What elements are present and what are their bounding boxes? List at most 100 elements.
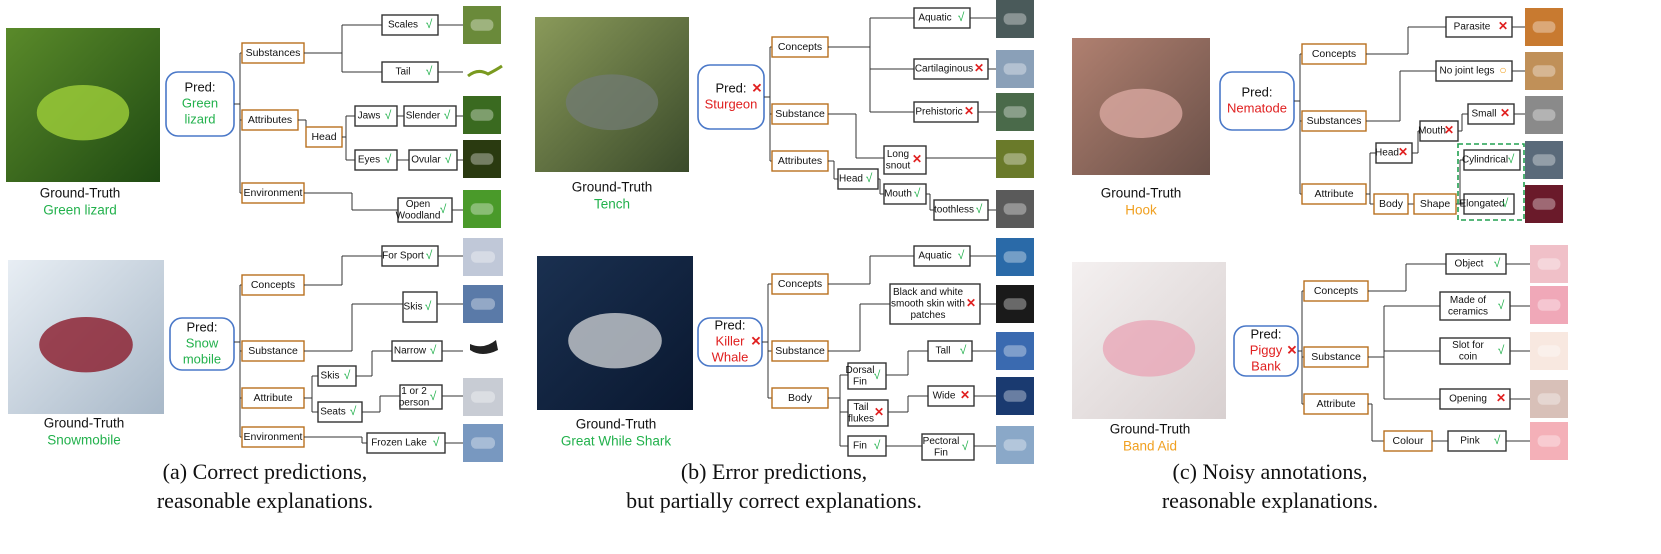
thumb-cartilaginous-shape — [1003, 63, 1027, 75]
node-label: Parasite — [1454, 22, 1491, 33]
thumb-wide — [996, 377, 1034, 415]
pred-class-label: Piggy — [1250, 342, 1283, 357]
caption-b: (b) Error predictions,but partially corr… — [626, 459, 922, 513]
leaf-scales: Scales√ — [381, 14, 439, 36]
leaf-aquatic: Aquatic√ — [913, 7, 971, 29]
thumb-cartilaginous — [996, 50, 1034, 88]
leaf-cartilaginous: Cartilaginous✕ — [913, 58, 989, 80]
node-label: Ovular — [411, 155, 441, 166]
thumb-ceramics — [1530, 286, 1568, 324]
thumb-prehistoric — [996, 93, 1034, 131]
thumb-skin-shape — [1003, 298, 1027, 310]
node-label: Woodland — [396, 210, 441, 221]
check-mark: √ — [385, 152, 392, 166]
thumb-no-joint-legs-shape — [1532, 65, 1556, 77]
snowmobile-photo-subject — [39, 316, 133, 373]
node-label: Fin — [934, 447, 948, 458]
thumb-prehistoric-shape — [1003, 106, 1027, 118]
thumb-skis-bg — [463, 285, 503, 323]
check-mark: √ — [426, 248, 433, 262]
node-label: Substance — [1311, 351, 1361, 363]
node-label: Long — [887, 149, 909, 160]
check-mark: √ — [430, 343, 437, 357]
caption-c: (c) Noisy annotations,reasonable explana… — [1162, 459, 1378, 513]
ground-truth-heading: Ground-Truth — [572, 180, 653, 195]
hook-photo — [1072, 38, 1210, 175]
node-label: Substance — [248, 345, 298, 357]
pred-class-label: Snow — [186, 335, 219, 350]
node-label: Pink — [1460, 436, 1480, 447]
pred-heading: Pred: — [714, 317, 745, 332]
thumb-aquatic — [996, 0, 1034, 38]
thumb-skin-bg — [996, 285, 1034, 323]
green-lizard-photo — [6, 28, 160, 182]
thumb-long-snout-bg — [996, 140, 1034, 178]
thumb-tall-shape — [1003, 345, 1027, 357]
thumb-for-sport — [463, 238, 503, 276]
check-mark: √ — [976, 202, 983, 216]
thumb-small-bg — [1525, 96, 1563, 134]
thumb-skin — [996, 285, 1034, 323]
cross-mark: ✕ — [964, 104, 974, 118]
thumb-object-shape — [1537, 258, 1561, 270]
node-head-c: Head✕ — [1375, 142, 1413, 164]
node-label: Made of — [1450, 295, 1486, 306]
category-concepts: Concepts — [241, 274, 305, 296]
cross-mark: ✕ — [912, 152, 922, 166]
thumb-woodland-bg — [463, 190, 501, 228]
node-label: Tail — [395, 67, 410, 78]
check-mark: √ — [1502, 196, 1509, 210]
snowmobile-photo — [8, 260, 164, 414]
cross-mark: ✕ — [1498, 19, 1508, 33]
leaf-slender: Slender√ — [403, 105, 457, 127]
thumb-person — [463, 378, 503, 416]
category-substances: Substances — [241, 42, 305, 64]
node-label: Colour — [1393, 435, 1424, 447]
caption-line: (c) Noisy annotations, — [1173, 459, 1368, 484]
thumb-pectoral — [996, 426, 1034, 464]
node-label: Concepts — [1312, 48, 1356, 60]
pred-class-label: Nematode — [1227, 100, 1287, 115]
leaf-object: Object√ — [1445, 253, 1507, 275]
leaf-for-sport: For Sport√ — [381, 245, 439, 267]
node-label: Attribute — [253, 392, 292, 404]
check-mark: √ — [874, 438, 881, 452]
leaf-parasite: Parasite ✕ — [1445, 16, 1513, 38]
cross-mark: ✕ — [874, 405, 884, 419]
thumb-for-sport-shape — [471, 251, 495, 263]
thumb-person-shape — [471, 391, 495, 403]
node-label: Narrow — [394, 346, 427, 357]
tench-photo-subject — [565, 74, 659, 131]
node-label: Mouth — [1418, 126, 1446, 137]
thumb-object-bg — [1530, 245, 1568, 283]
node-label: Opening — [1449, 394, 1487, 405]
prediction-c1: Pred:Nematode — [1219, 71, 1295, 131]
pred-class-label: lizard — [184, 111, 215, 126]
check-mark: √ — [958, 248, 965, 262]
cross-mark: ✕ — [966, 296, 976, 310]
thumb-pink-shape — [1537, 435, 1561, 447]
check-mark: √ — [1498, 343, 1505, 357]
leaf-pink: Pink√ — [1447, 430, 1507, 452]
check-mark: √ — [1498, 298, 1505, 312]
node-head-b: Head√ — [837, 168, 879, 190]
category-environment: Environment — [241, 426, 305, 448]
thumb-person-bg — [463, 378, 503, 416]
ground-truth-heading: Ground-Truth — [1110, 422, 1191, 437]
leaf-small: Small✕ — [1467, 103, 1515, 125]
node-mouth-b: Mouth√ — [883, 183, 927, 205]
leaf-made-of-ceramics-frame — [1439, 291, 1511, 321]
ground-truth-heading: Ground-Truth — [40, 186, 121, 201]
node-label: Eyes — [358, 155, 380, 166]
cross-mark: ✕ — [974, 61, 984, 75]
shark-photo — [537, 256, 693, 410]
leaf-opening: Opening✕ — [1439, 388, 1511, 410]
leaf-seats: Seats√ — [317, 401, 363, 423]
